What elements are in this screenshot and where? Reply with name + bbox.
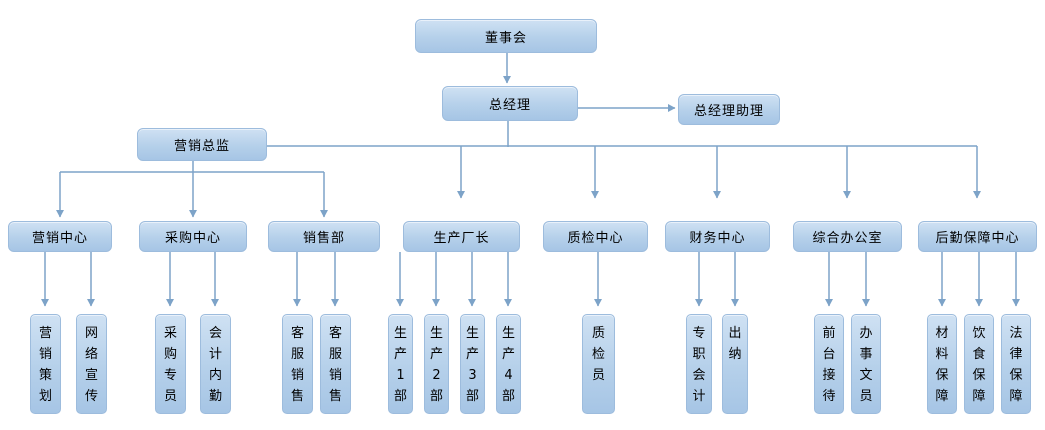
node-legal-support: 法律保障 [1001,314,1031,414]
node-marketing-planning: 营销策划 [30,314,61,414]
node-accounting-clerk: 会计内勤 [200,314,231,414]
node-procurement-specialist: 采购专员 [155,314,186,414]
node-gm-assistant: 总经理助理 [678,94,780,125]
node-marketing-director: 营销总监 [137,128,267,161]
node-procurement-center: 采购中心 [139,221,247,252]
node-finance-center: 财务中心 [665,221,770,252]
node-production-manager: 生产厂长 [403,221,520,252]
node-cashier: 出纳 [722,314,748,414]
node-logistics-support-center: 后勤保障中心 [918,221,1037,252]
node-online-promotion: 网络宣传 [76,314,107,414]
node-general-manager: 总经理 [442,86,578,121]
node-general-office: 综合办公室 [793,221,902,252]
node-office-clerk: 办事文员 [851,314,881,414]
node-customer-service-sales-1: 客服销售 [282,314,313,414]
node-production-dept-4: 生产4部 [496,314,521,414]
node-production-dept-3: 生产3部 [460,314,485,414]
node-material-support: 材料保障 [927,314,957,414]
node-catering-support: 饮食保障 [964,314,994,414]
node-production-dept-2: 生产2部 [424,314,449,414]
node-full-time-accountant: 专职会计 [686,314,712,414]
node-front-desk: 前台接待 [814,314,844,414]
node-board-of-directors: 董事会 [415,19,597,53]
node-customer-service-sales-2: 客服销售 [320,314,351,414]
node-production-dept-1: 生产1部 [388,314,413,414]
node-sales-dept: 销售部 [268,221,380,252]
node-marketing-center: 营销中心 [8,221,112,252]
node-qc-inspector: 质检员 [582,314,615,414]
node-qc-center: 质检中心 [543,221,648,252]
